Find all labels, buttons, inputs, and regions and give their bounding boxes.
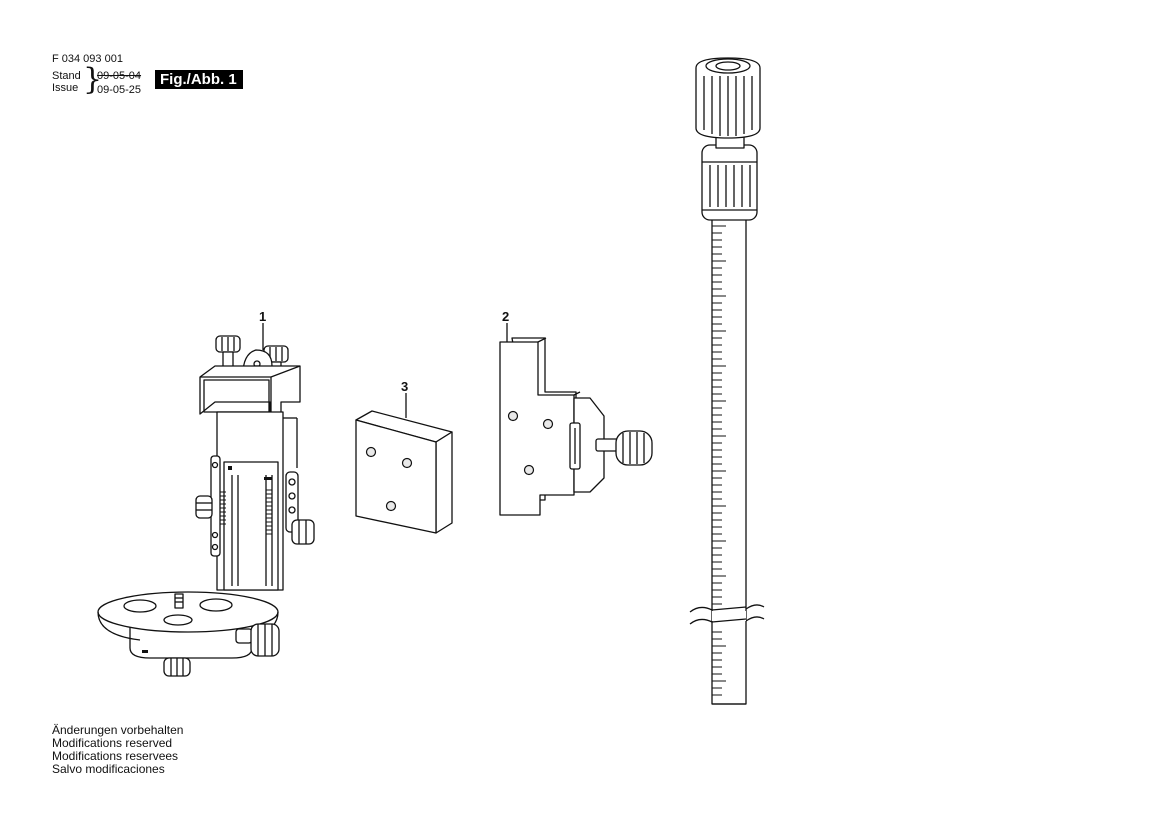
- pole-upper-collar: [695, 57, 761, 149]
- scale-ticks-right: [266, 489, 272, 535]
- clamp-bracket: [499, 323, 653, 516]
- adapter-plate: [355, 393, 453, 534]
- scale-ticks-left: [220, 491, 226, 525]
- pole-scale-ticks: [712, 225, 726, 696]
- part-number-3: 3: [401, 379, 409, 394]
- part-number-1: 1: [259, 309, 267, 324]
- clamp-knob: [615, 430, 653, 466]
- figure-label: Fig./Abb. 1: [155, 70, 243, 89]
- base-knob-right: [235, 623, 280, 657]
- side-knob-right: [291, 519, 315, 545]
- note-french: Modifications reservees: [52, 749, 179, 763]
- base-knob-bottom: [163, 657, 191, 677]
- note-english: Modifications reserved: [52, 736, 173, 750]
- stand-label: Stand: [52, 70, 81, 82]
- issue-date: 09-05-25: [97, 84, 142, 96]
- note-spanish: Salvo modificaciones: [52, 762, 165, 776]
- wall-mount-bracket: [97, 323, 315, 677]
- document-number: F 034 093 001: [52, 53, 123, 65]
- issue-label: Issue: [52, 82, 79, 94]
- brace-symbol: }: [83, 62, 103, 97]
- note-german: Änderungen vorbehalten: [52, 723, 184, 737]
- side-knob-left: [195, 495, 213, 519]
- stand-date: 09-05-04: [97, 70, 142, 82]
- pole-lower-collar: [701, 144, 758, 221]
- part-number-2: 2: [502, 309, 510, 324]
- telescopic-pole: [689, 57, 765, 705]
